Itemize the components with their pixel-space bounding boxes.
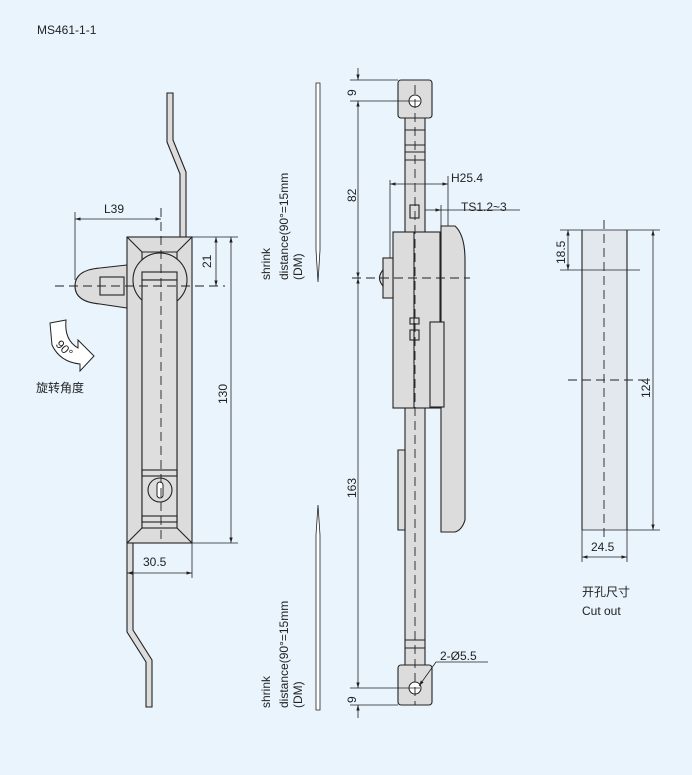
top-rod [166, 92, 187, 238]
rotation-label: 旋转角度 [36, 380, 84, 395]
dim-24-5-label: 24.5 [591, 540, 615, 554]
dim-163-label: 163 [345, 478, 359, 498]
cutout-label-cn: 开孔尺寸 [582, 585, 630, 599]
svg-text:(DM): (DM) [291, 681, 305, 708]
handle-tongue [74, 264, 128, 309]
dim-length-label: L39 [104, 202, 124, 216]
dim-18-5-label: 18.5 [554, 240, 568, 264]
cover-plate [440, 225, 466, 533]
dim-130-label: 130 [216, 384, 230, 404]
dim-9-bottom-label: 9 [345, 696, 359, 703]
dim-hole-label: 2-Ø5.5 [440, 649, 477, 663]
cutout-label-en: Cut out [582, 604, 621, 618]
svg-text:shrink: shrink [259, 247, 273, 280]
dim-9-top-label: 9 [345, 89, 359, 96]
model-title: MS461-1-1 [37, 23, 97, 37]
dim-82-label: 82 [345, 188, 359, 202]
rotation-arrow-icon [49, 319, 95, 373]
dim-h-label: H25.4 [451, 171, 483, 185]
svg-text:(DM): (DM) [291, 253, 305, 280]
dim-124-label: 124 [639, 378, 653, 398]
svg-text:distance(90°=15mm: distance(90°=15mm [277, 173, 291, 280]
svg-text:shrink: shrink [259, 675, 273, 708]
front-view: L39 21 130 30.5 90° 旋转角度 [36, 92, 238, 708]
dim-21-label: 21 [200, 254, 214, 268]
side-view: 9 82 163 9 H25.4 TS1.2~3 2-Ø5.5 [345, 68, 520, 718]
svg-text:distance(90°=15mm: distance(90°=15mm [277, 601, 291, 708]
dim-width-label: 30.5 [143, 555, 167, 569]
dim-ts-label: TS1.2~3 [461, 200, 507, 214]
needle-icon [315, 82, 321, 283]
shrink-note-bottom: shrink distance(90°=15mm (DM) [259, 504, 321, 711]
cutout-view: 18.5 124 24.5 开孔尺寸 Cut out [554, 220, 660, 618]
needle-icon [315, 504, 321, 711]
shrink-note-top: shrink distance(90°=15mm (DM) [259, 82, 321, 283]
